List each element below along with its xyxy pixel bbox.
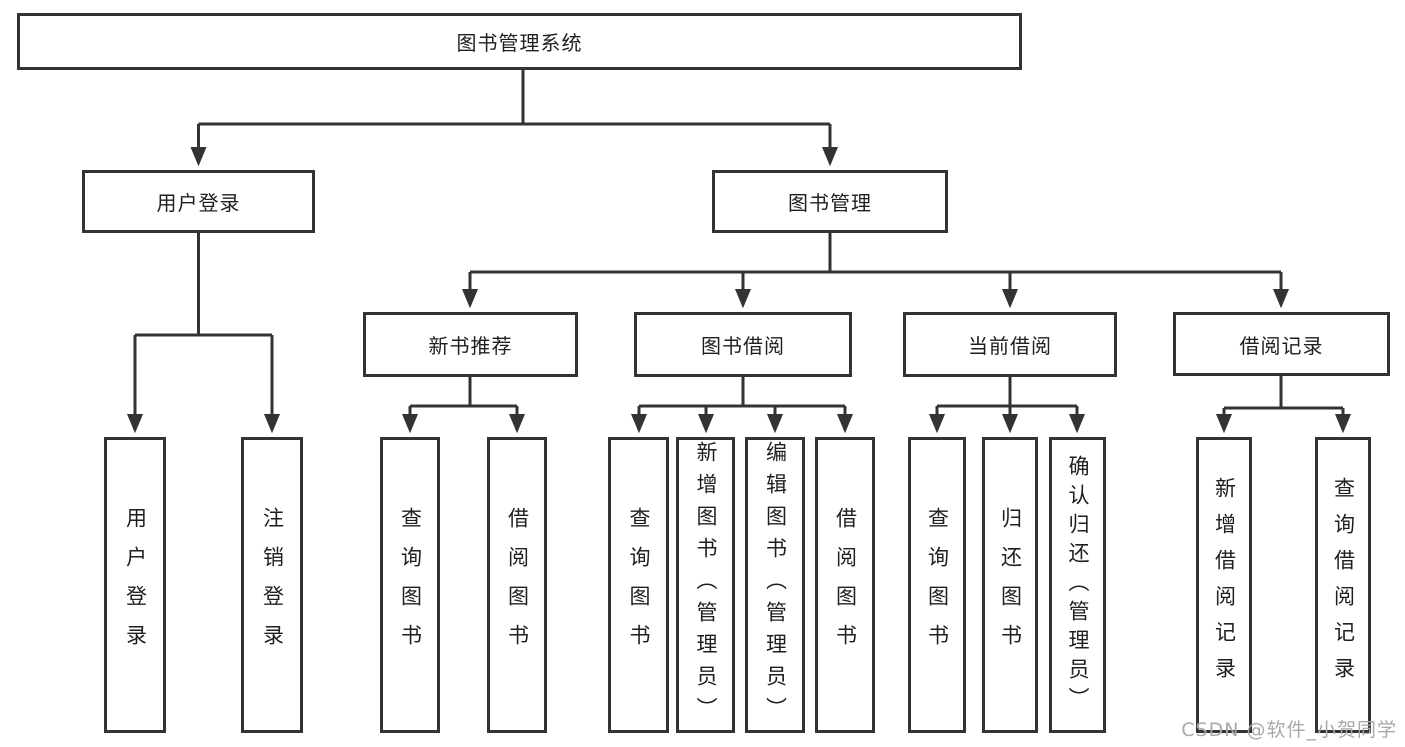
node-user-login: 用户登录	[82, 170, 315, 233]
leaf-borrow-book-recommend: 借阅图书	[487, 437, 547, 733]
node-current-borrowing-label: 当前借阅	[968, 334, 1052, 358]
leaf-add-borrow-record-label: 新增借阅记录	[1212, 477, 1237, 693]
leaf-user-login: 用户登录	[104, 437, 166, 733]
leaf-query-book-recommend-label: 查询图书	[398, 507, 423, 663]
node-book-management: 图书管理	[712, 170, 948, 233]
leaf-add-book-admin: 新增图书（管理员）	[676, 437, 735, 733]
leaf-query-book-borrowing: 查询图书	[608, 437, 669, 733]
csdn-watermark: CSDN @软件_小贺同学	[1181, 719, 1397, 741]
leaf-user-login-label: 用户登录	[123, 507, 148, 663]
node-borrowing-records-label: 借阅记录	[1239, 333, 1324, 358]
node-new-book-recommend-label: 新书推荐	[428, 334, 513, 358]
leaf-return-book-label: 归还图书	[998, 507, 1023, 663]
node-book-borrowing: 图书借阅	[634, 312, 852, 377]
leaf-logout-label: 注销登录	[260, 507, 285, 663]
leaf-query-book-current: 查询图书	[908, 437, 966, 733]
leaf-query-borrow-record-label: 查询借阅记录	[1331, 477, 1356, 693]
node-root-label: 图书管理系统	[456, 31, 583, 55]
leaf-return-book: 归还图书	[982, 437, 1038, 733]
leaf-query-book-recommend: 查询图书	[380, 437, 440, 733]
node-current-borrowing: 当前借阅	[903, 312, 1117, 377]
node-book-borrowing-label: 图书借阅	[701, 334, 785, 358]
leaf-edit-book-admin-label: 编辑图书（管理员）	[763, 441, 788, 729]
leaf-logout: 注销登录	[241, 437, 303, 733]
leaf-query-book-current-label: 查询图书	[925, 507, 950, 663]
node-book-management-label: 图书管理	[788, 191, 872, 215]
leaf-borrow-book-borrowing-label: 借阅图书	[833, 507, 858, 663]
leaf-query-borrow-record: 查询借阅记录	[1315, 437, 1371, 733]
leaf-borrow-book-borrowing: 借阅图书	[815, 437, 875, 733]
leaf-edit-book-admin: 编辑图书（管理员）	[745, 437, 805, 733]
leaf-confirm-return-admin-label: 确认归还（管理员）	[1066, 454, 1090, 716]
leaf-borrow-book-recommend-label: 借阅图书	[505, 507, 530, 663]
node-root-library-system: 图书管理系统	[17, 13, 1022, 70]
node-borrowing-records: 借阅记录	[1173, 312, 1390, 376]
leaf-query-book-borrowing-label: 查询图书	[627, 507, 651, 663]
leaf-confirm-return-admin: 确认归还（管理员）	[1049, 437, 1106, 733]
node-user-login-label: 用户登录	[156, 191, 241, 215]
node-new-book-recommend: 新书推荐	[363, 312, 578, 377]
leaf-add-book-admin-label: 新增图书（管理员）	[694, 441, 718, 729]
leaf-add-borrow-record: 新增借阅记录	[1196, 437, 1252, 733]
